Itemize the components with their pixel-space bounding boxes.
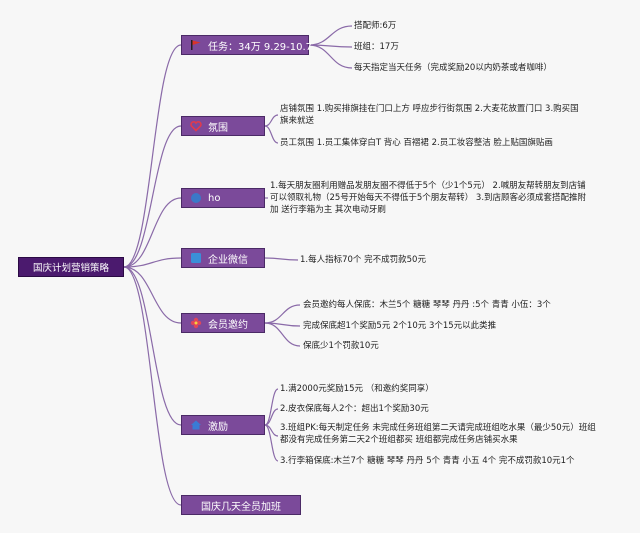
branch-label: 氛围 [208,122,228,134]
leaf-invite-quota: 会员邀约每人保底：木兰5个 糖糖 琴琴 丹丹 :5个 青青 小伍：3个 [303,300,551,310]
circle-icon [191,193,201,203]
heart-icon [190,121,202,132]
branch-node-task[interactable]: 任务：34万 9.29-10.7 [181,35,313,55]
branch-node-member-invite[interactable]: 会员邀约 [181,313,265,333]
leaf-incentive-sales: 1.满2000元奖励15元 （和邀约奖同享） [280,384,434,394]
leaf-task-team: 班组：17万 [354,42,399,52]
leaf-connector [264,388,279,426]
root-connector [123,257,182,268]
branch-label: ho [208,192,221,204]
leaf-task-stylist: 搭配师:6万 [354,21,397,31]
leaf-connector [264,322,301,347]
leaf-ho-moments: 1.每天朋友圈利用赠品发朋友圈不得低于5个（少1个5元） 2.喊朋友帮转朋友到店… [270,181,587,215]
leaf-incentive-luggage: 3.行李箱保底:木兰7个 糖糖 琴琴 丹丹 5个 青青 小五 4个 完不成罚款1… [280,456,575,466]
branch-label: 企业微信 [208,254,248,266]
leaf-invite-reward: 完成保底超1个奖励5元 2个10元 3个15元以此类推 [303,321,497,331]
branch-node-wecom[interactable]: 企业微信 [181,248,265,268]
leaf-invite-penalty: 保底少1个罚款10元 [303,341,379,351]
root-node[interactable]: 国庆计划营销策略 [18,257,124,277]
root-connector [123,125,182,268]
branch-label: 激励 [208,421,228,433]
leaf-connector [264,408,279,426]
root-connector [123,266,182,426]
branch-node-ho[interactable]: ho [181,188,265,208]
leaf-incentive-leather: 2.皮衣保底每人2个：超出1个奖励30元 [280,404,429,414]
leaf-connector [264,125,279,144]
root-connector [123,266,182,506]
leaf-connector [264,424,279,462]
root-connector [123,266,182,324]
leaf-atmosphere-staff: 员工氛围 1.员工集体穿白T 背心 百褶裙 2.员工妆容整洁 脸上贴国旗贴画 [280,138,553,148]
leaf-connector [264,114,279,127]
leaf-connector [264,304,301,324]
flower-icon [190,317,202,329]
branch-label: 任务：34万 9.29-10.7 [208,41,313,53]
leaf-connector [308,25,353,46]
leaf-connector [308,44,353,69]
house-icon [191,420,201,430]
root-label: 国庆计划营销策略 [32,263,109,274]
leaf-task-daily: 每天指定当天任务（完成奖励20以内奶茶或者咖啡） [354,63,552,73]
branch-node-overtime[interactable]: 国庆几天全员加班 [181,495,301,515]
root-connector [123,197,182,268]
root-connector [123,44,182,268]
branch-label: 国庆几天全员加班 [201,501,281,513]
leaf-atmosphere-store: 店铺氛围 1.购买排旗挂在门口上方 呼应步行街氛围 2.大麦花放置门口 3.购买… [280,104,579,126]
leaf-wecom-quota: 1.每人指标70个 完不成罚款50元 [300,255,426,265]
branch-node-incentive[interactable]: 激励 [181,415,265,435]
branch-label: 会员邀约 [208,319,248,331]
flag-icon [191,40,201,50]
branch-node-atmosphere[interactable]: 氛围 [181,116,265,136]
square-icon [191,253,201,263]
leaf-incentive-pk: 3.班组PK:每天制定任务 未完成任务班组第二天请完成班组吃水果（最少50元）班… [280,423,596,445]
leaf-connector [264,257,299,261]
